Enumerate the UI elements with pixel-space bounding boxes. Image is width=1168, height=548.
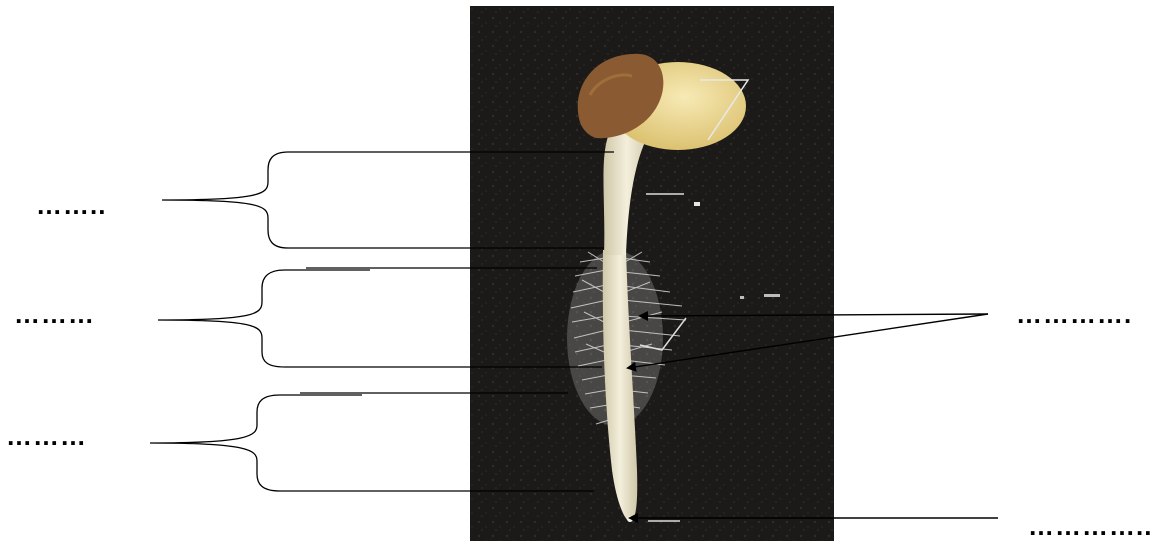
- label-bracket-middle[interactable]: ………: [14, 301, 95, 327]
- bracket-bottom: [150, 395, 362, 491]
- bracket-top: [162, 152, 335, 248]
- left-brackets: [150, 152, 370, 491]
- bracket-middle: [158, 270, 370, 367]
- label-bracket-top[interactable]: ……..: [36, 192, 106, 218]
- speck: [740, 296, 744, 299]
- label-root-tip-pointer[interactable]: …………..: [1028, 513, 1152, 539]
- label-bracket-bottom[interactable]: ………: [6, 423, 87, 449]
- speck: [764, 294, 780, 297]
- label-root-hair-pointer[interactable]: ………….: [1016, 301, 1132, 327]
- root-tip: [627, 516, 633, 522]
- speck: [694, 202, 700, 206]
- seedling-photo: [470, 6, 834, 541]
